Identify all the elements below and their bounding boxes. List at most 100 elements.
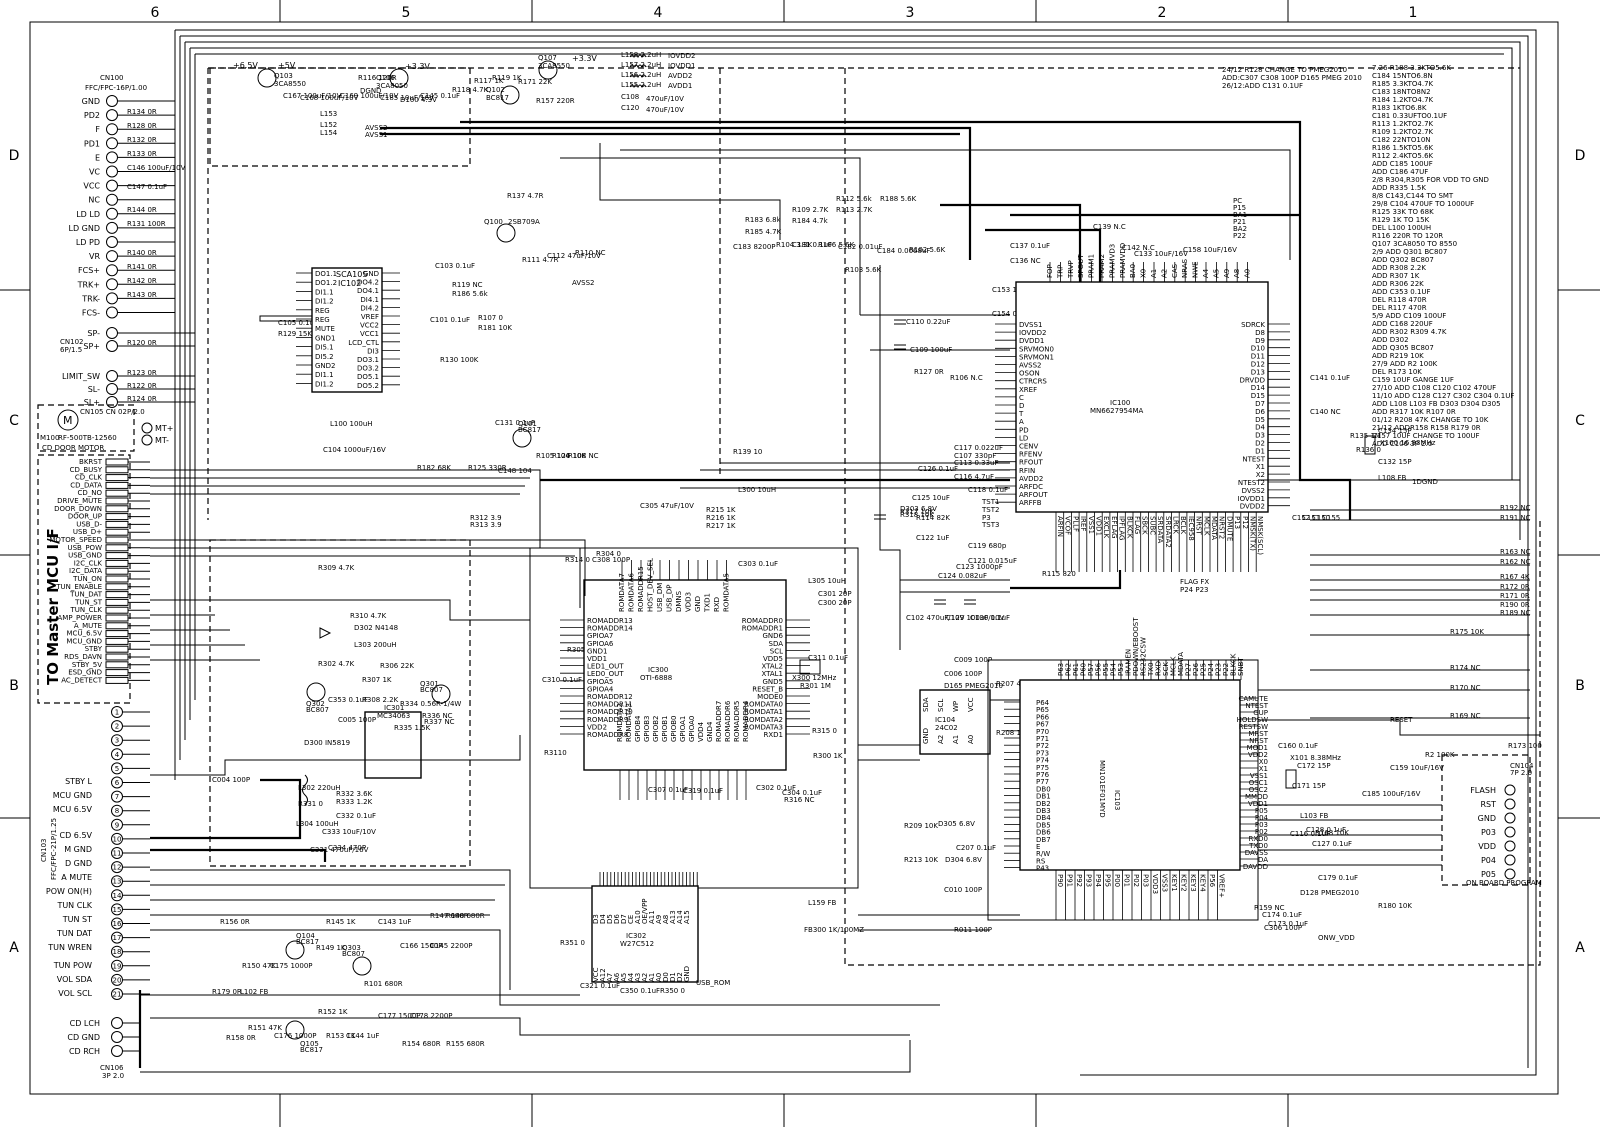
component-label: C110 0.22uF bbox=[906, 318, 951, 326]
ic-part: MN6627954MA bbox=[1090, 407, 1143, 415]
change-log-entry: 5/9 ADD C109 100UF bbox=[1372, 312, 1446, 320]
component-label: R106 5.6K bbox=[818, 241, 855, 249]
connector-pin-label: FCS+ bbox=[78, 266, 100, 275]
component-label: C307 0.1uF bbox=[648, 786, 688, 794]
ic-pin-label: CAMUTE bbox=[1238, 695, 1268, 703]
component-label: L103 FB bbox=[1300, 812, 1329, 820]
component-label: C134 15P bbox=[1378, 427, 1412, 435]
component-label: C168 100uF/10V bbox=[300, 94, 359, 102]
ic-pin-label: P73 bbox=[1036, 749, 1049, 757]
component-label: R331 0 bbox=[298, 800, 323, 808]
ic-pin-label: X1 bbox=[1259, 765, 1268, 773]
change-log-entry: 27/9 ADD R2 100K bbox=[1372, 360, 1438, 368]
mcu-signal-label: MCU_6.5V bbox=[67, 630, 103, 638]
ic-pin-label: C bbox=[1019, 394, 1024, 402]
ic-pin-label: A10 bbox=[634, 910, 642, 924]
ic-pin-label: P94 bbox=[1094, 874, 1102, 888]
transistor-label: BC817 bbox=[518, 426, 541, 434]
ic-pin-label: VREF bbox=[361, 313, 379, 321]
component-label: C004 100P bbox=[212, 776, 250, 784]
connector-pin-label: P04 bbox=[1481, 856, 1496, 865]
ic-pin-label: GPIOA5 bbox=[587, 678, 613, 686]
component-label: R336 NC bbox=[422, 712, 453, 720]
ic-pin-label: VCOF bbox=[1064, 516, 1072, 535]
inductor-symbol bbox=[629, 74, 647, 79]
ic-pin-label: SRDATA bbox=[1156, 516, 1164, 544]
ic-pin-label: TXD1 bbox=[704, 593, 712, 613]
mcu-signal-label: MOTOR_SPEED bbox=[49, 536, 102, 544]
component-label: R217 1K bbox=[706, 522, 736, 530]
component-label: C350 0.1uF bbox=[620, 987, 660, 995]
ic-pin-label: A6 bbox=[613, 972, 621, 982]
ic-pin-label: DI3 bbox=[367, 347, 379, 355]
ic-pin-label: GPIOB0 bbox=[670, 716, 678, 742]
component-label: R104 3.3K bbox=[776, 241, 813, 249]
connector-pin-number: 19 bbox=[113, 962, 122, 970]
component-label: R307 1K bbox=[362, 676, 392, 684]
ic-pin-label: D7 bbox=[1255, 400, 1265, 408]
component-label: C321 0.1uF bbox=[580, 982, 620, 990]
ic-pin-label: ROMDATA2 bbox=[744, 716, 783, 724]
ic-pin-label: IOVDD1 bbox=[1238, 495, 1265, 503]
ic-pin-label: ARFDC bbox=[1019, 483, 1043, 491]
ic-pin-label: VDD2 bbox=[587, 723, 607, 731]
component-label: R152 1K bbox=[318, 1008, 348, 1016]
component-label: R128 0R bbox=[127, 122, 157, 130]
ic-pin-label: SRVMON0 bbox=[1019, 345, 1054, 353]
ic-pin-label: P65 bbox=[1036, 706, 1049, 714]
ic-pin-label: PRAMVD3 bbox=[1108, 244, 1116, 278]
motor-label: CD DOOR MOTOR bbox=[42, 444, 104, 452]
mcu-signal-label: USB_D+ bbox=[73, 528, 102, 536]
change-log-entry: R109 1.2KTO2.7K bbox=[1372, 128, 1434, 136]
crystal-icon bbox=[799, 659, 821, 675]
ic-pin-label: VDD3 bbox=[685, 592, 693, 612]
component-label: R130 100K bbox=[440, 356, 479, 364]
ic-pin-label: VDD1 bbox=[1095, 516, 1103, 536]
component-label: C167 100uF/10V bbox=[283, 92, 342, 100]
ic-pin-label: CE bbox=[627, 915, 635, 924]
component-label: RESET bbox=[1390, 716, 1413, 724]
component-label: TST1 bbox=[981, 498, 999, 506]
ic-pin-label: A7 bbox=[606, 973, 614, 982]
ic-pin-label: SDA bbox=[769, 640, 784, 648]
transistor-icon bbox=[257, 68, 277, 88]
connector-pin-label: CD LCH bbox=[70, 1019, 100, 1028]
ic-pin-label: RS232CSW bbox=[1140, 637, 1148, 676]
ic-pin-label: GPIOB2 bbox=[652, 716, 660, 742]
component-label: R134 0R bbox=[127, 108, 157, 116]
rail-label: P22 bbox=[1233, 232, 1246, 240]
component-label: R119 NC bbox=[452, 281, 483, 289]
ic-pin-label: MCLK bbox=[1202, 516, 1210, 536]
connector-pin-number: 3 bbox=[115, 737, 119, 745]
transistor-icon bbox=[512, 428, 532, 448]
ic-pin-label: LD bbox=[1019, 434, 1028, 442]
component-label: R171 0R bbox=[1500, 592, 1530, 600]
connector-pin bbox=[111, 945, 123, 958]
component-label: TST3 bbox=[981, 521, 999, 529]
component-label: R207 47K bbox=[996, 680, 1030, 688]
ic-pin-label: A14 bbox=[676, 910, 684, 924]
change-log-entry: R125 33K TO 68K bbox=[1372, 208, 1434, 216]
component-label: R302 4.7K bbox=[318, 660, 355, 668]
component-label: R181 10K bbox=[478, 324, 512, 332]
ic-pin-label: DI1.2 bbox=[315, 298, 334, 306]
ic-pin-label: RXD bbox=[713, 597, 721, 612]
connector-pin-number: 20 bbox=[113, 976, 122, 984]
component-label: R304 0 bbox=[596, 550, 621, 558]
ic-pin-label: USB_DM bbox=[656, 583, 664, 612]
rail-label: IOVDD2 bbox=[668, 52, 695, 60]
motor-pin: MT+ bbox=[155, 424, 174, 433]
ic-pin-label: A11 bbox=[648, 910, 656, 924]
rail-label: +6.5V bbox=[233, 61, 258, 70]
ic-pin-label: GPIOA1 bbox=[679, 716, 687, 742]
audio-area: Q104 BC817 Q303 BC807 Q105 BC817 R156 0R… bbox=[138, 912, 940, 1073]
mcu-signal-label: STBY_5V bbox=[72, 661, 102, 669]
change-log-entry: ADD R307 1K bbox=[1372, 272, 1420, 280]
component-label: C127 0.1uF bbox=[1312, 840, 1352, 848]
ic-pin-label: IEC958 bbox=[1187, 516, 1195, 541]
connector-pin-label: LD LD bbox=[76, 210, 100, 219]
ic-pin-label: SUBC bbox=[1148, 516, 1156, 535]
ic-pin-label: FLAG bbox=[1133, 516, 1141, 534]
component-label: C147 0.1uF bbox=[127, 183, 167, 191]
